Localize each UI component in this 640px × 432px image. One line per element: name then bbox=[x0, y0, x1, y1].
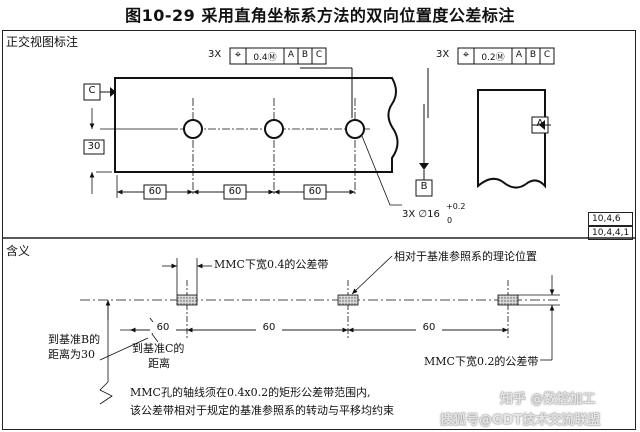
dim-30-value: 30 bbox=[87, 141, 101, 152]
hole-callout-lower: 0 bbox=[447, 216, 453, 225]
hole-2 bbox=[264, 119, 284, 139]
tolerance-zone-3 bbox=[497, 294, 519, 306]
fcf-right-datum: C bbox=[543, 50, 551, 60]
meaning-dim-60: 60 bbox=[416, 322, 442, 333]
label-line: 距离 bbox=[148, 357, 170, 370]
fcf-left-datum: C bbox=[315, 50, 323, 60]
fcf-left bbox=[229, 47, 327, 65]
dim-60-box-3 bbox=[303, 184, 327, 200]
label-mmc-0-2: MMC下宽0.2的公差带 bbox=[424, 355, 539, 368]
fcf-right bbox=[457, 47, 555, 65]
meaning-dim-60: 60 bbox=[256, 322, 282, 333]
fcf-left-multiplier: 3X bbox=[208, 49, 222, 60]
reference-numbers: 10,4,6 10,4,4,1 bbox=[588, 212, 634, 240]
datum-a-label: A bbox=[536, 118, 544, 129]
label-theoretical-position: 相对于基准参照系的理论位置 bbox=[394, 250, 537, 263]
meaning-dim-60: 60 bbox=[150, 322, 176, 333]
hole-callout-main: 3X ∅16 bbox=[402, 209, 440, 220]
position-symbol-icon: ⌖ bbox=[462, 48, 470, 61]
tolerance-zone-1 bbox=[176, 294, 198, 306]
figure-frame bbox=[2, 30, 636, 430]
datum-c-triangle bbox=[110, 87, 116, 97]
fcf-left-tolerance: 0.4Ⓜ bbox=[253, 53, 277, 63]
label-line: 距离为30 bbox=[48, 348, 95, 361]
part-front-view bbox=[114, 77, 399, 173]
datum-b-label: B bbox=[420, 181, 428, 192]
dim-60-value: 60 bbox=[148, 186, 162, 197]
label-mmc-0-4: MMC下宽0.4的公差带 bbox=[214, 258, 329, 271]
hole-3 bbox=[345, 119, 365, 139]
label-distance-to-b: 到基准B的 距离为30 bbox=[48, 332, 100, 362]
fcf-right-multiplier: 3X bbox=[436, 49, 450, 60]
ref-number: 10,4,6 bbox=[588, 212, 634, 226]
datum-b-triangle bbox=[419, 163, 429, 170]
fcf-right-datum: B bbox=[529, 50, 537, 60]
note-line-1: MMC孔的轴线须在0.4x0.2的矩形公差带范围内, bbox=[130, 386, 371, 399]
fcf-right-datum: A bbox=[515, 50, 523, 60]
section-label-top: 正交视图标注 bbox=[6, 35, 79, 49]
position-symbol-icon: ⌖ bbox=[234, 48, 242, 61]
section-label-bottom: 含义 bbox=[6, 244, 31, 258]
part-side-view bbox=[477, 89, 546, 189]
fcf-left-datum: A bbox=[287, 50, 295, 60]
hole-callout-upper: +0.2 bbox=[446, 202, 466, 211]
label-distance-to-c: 到基准C的 距离 bbox=[132, 341, 184, 371]
ref-number: 10,4,4,1 bbox=[588, 226, 634, 240]
watermark-sohu: 搜狐号@GDT技术交流联盟 bbox=[440, 413, 601, 428]
fcf-right-tolerance: 0.2Ⓜ bbox=[481, 53, 505, 63]
dim-60-box-2 bbox=[223, 184, 247, 200]
fcf-left-datum: B bbox=[301, 50, 309, 60]
tolerance-zone-2 bbox=[337, 294, 359, 306]
dim-60-value: 60 bbox=[228, 186, 242, 197]
label-line: 到基准C的 bbox=[132, 342, 185, 355]
datum-a-triangle bbox=[539, 120, 545, 130]
label-line: 到基准B的 bbox=[48, 333, 101, 346]
dim-60-box-1 bbox=[143, 184, 167, 200]
figure-title: 图10-29 采用直角坐标系方法的双向位置度公差标注 bbox=[125, 6, 515, 25]
hole-1 bbox=[183, 119, 203, 139]
datum-c-label: C bbox=[88, 85, 96, 96]
dim-30-box bbox=[83, 139, 105, 155]
note-line-2: 该公差带相对于规定的基准参照系的转动与平移均约束 bbox=[130, 404, 394, 417]
hole-callout-leader bbox=[361, 135, 402, 206]
dim-60-value: 60 bbox=[308, 186, 322, 197]
watermark-zhihu: 知乎 @数控加工 bbox=[500, 392, 596, 407]
